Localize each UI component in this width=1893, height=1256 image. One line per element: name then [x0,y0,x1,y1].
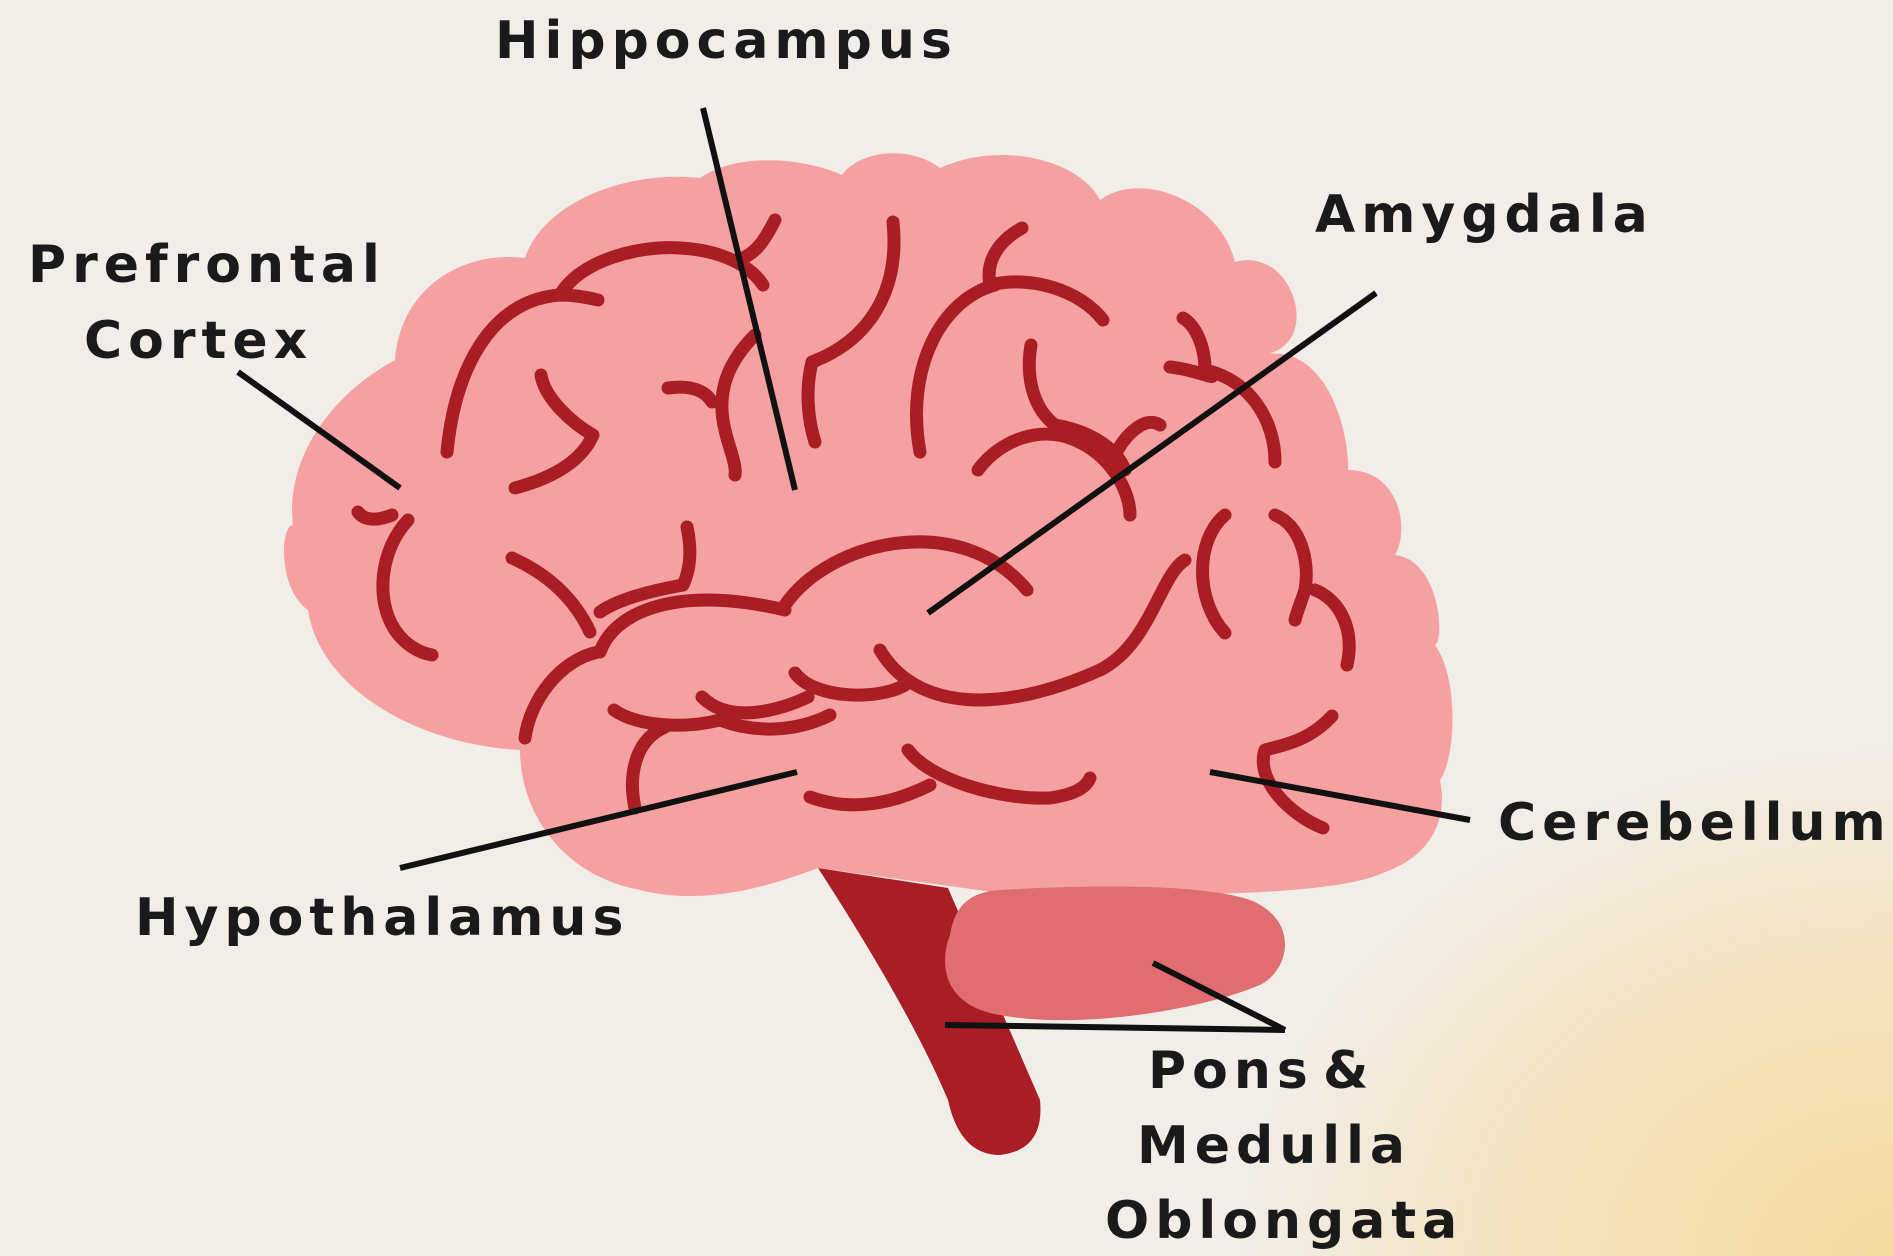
label-pons-line2: & [1323,1041,1374,1101]
label-pons-line1: Pons [1148,1041,1314,1101]
label-cerebellum: Cerebellum [1498,793,1892,853]
label-hippocampus: Hippocampus [495,11,958,71]
label-pons-line3: Medulla [1137,1116,1411,1176]
label-prefrontal-line2: Cortex [84,311,313,371]
label-pons-line4: Oblongata [1105,1191,1463,1251]
label-hypothalamus: Hypothalamus [135,888,629,948]
label-prefrontal-line1: Prefrontal [28,235,386,295]
cerebellum [945,886,1285,1020]
label-amygdala: Amygdala [1315,185,1654,245]
